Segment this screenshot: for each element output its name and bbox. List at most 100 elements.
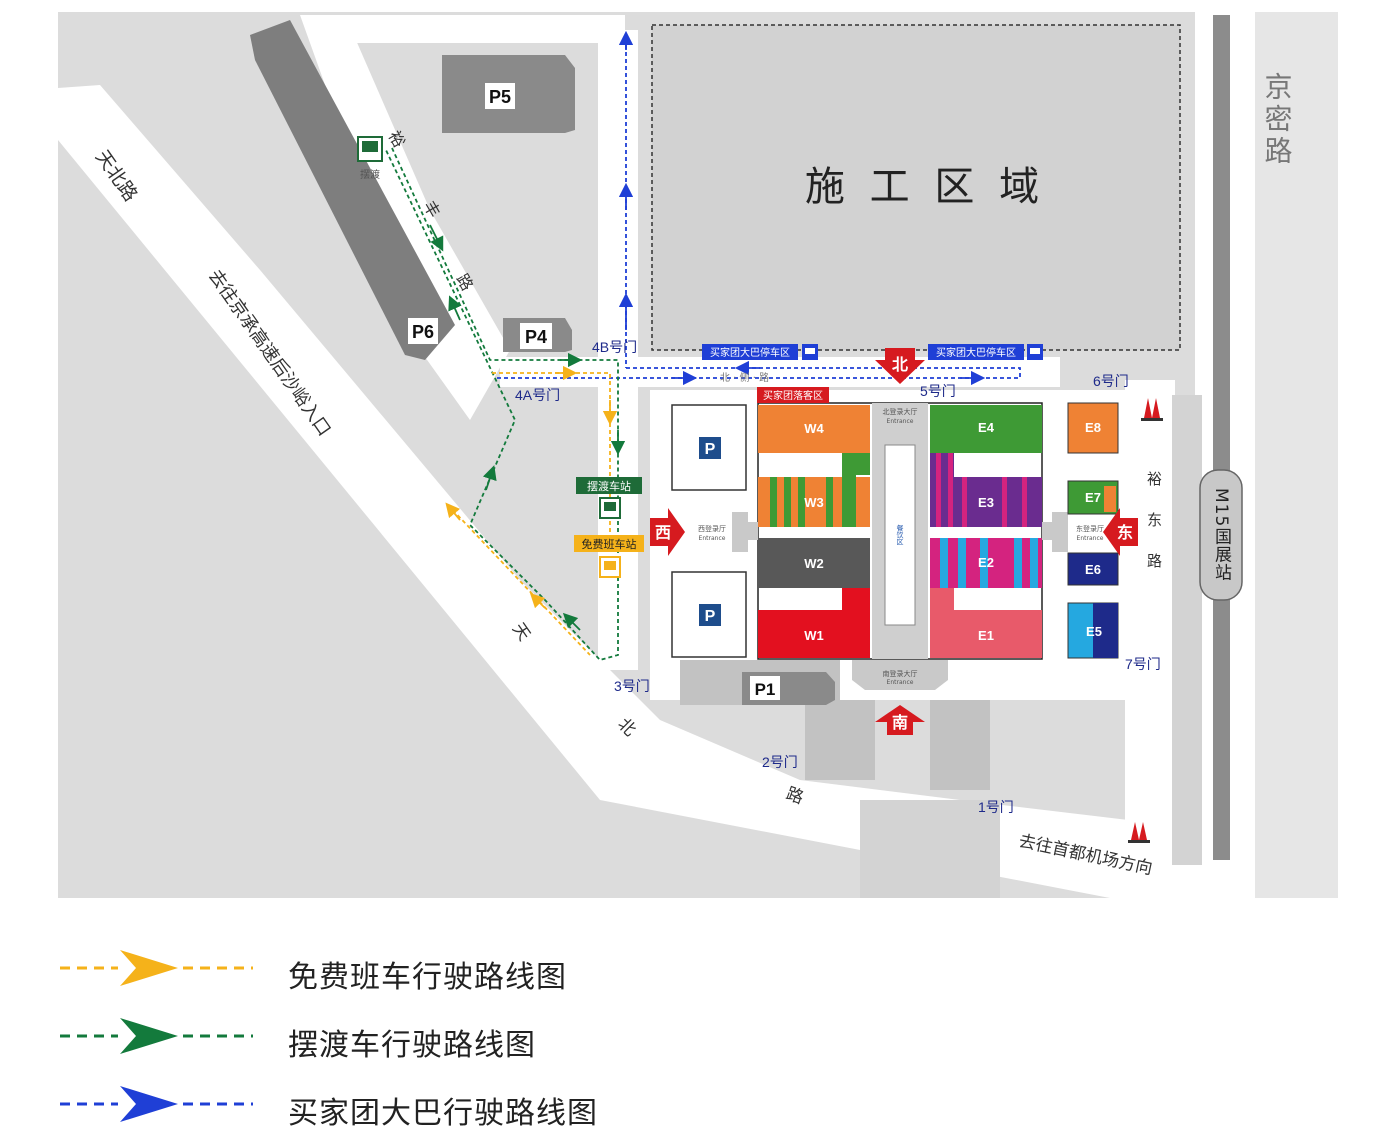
- free-bus-route: [445, 365, 618, 656]
- west-entrance-label: 西: [655, 523, 671, 542]
- parking-lot-upper: P: [671, 404, 747, 491]
- parking-p5: P5: [442, 55, 575, 133]
- legend-free-bus: 免费班车行驶路线图: [0, 938, 1384, 998]
- hall-e5-label: E5: [1086, 624, 1102, 639]
- shuttle-stop-icon-p6: 摆渡: [357, 136, 383, 181]
- hall-e6: E6: [1067, 552, 1119, 586]
- parking-p1: P1: [742, 672, 835, 705]
- legend-buyer-bus-label: 买家团大巴行驶路线图: [288, 1096, 598, 1131]
- legend-shuttle-label: 摆渡车行驶路线图: [288, 1028, 536, 1063]
- shuttle-station-icon: [599, 497, 621, 519]
- parking-p4: P4: [503, 318, 572, 352]
- yudong-road-char-1: 裕: [1147, 470, 1162, 488]
- hall-w2: [758, 538, 870, 588]
- north-hall-label: 北登录大厅: [883, 407, 918, 416]
- north-hall-entrance: Entrance: [887, 418, 914, 425]
- gate-5-label: 5号门: [920, 383, 956, 399]
- east-lobby: 东登录厅 Entrance: [1042, 512, 1104, 552]
- east-entrance-arrow: 东: [1103, 508, 1138, 556]
- south-entrance-arrow: 南: [875, 705, 925, 735]
- hall-e4: [930, 405, 1042, 453]
- free-bus-station-label: 免费班车站: [582, 537, 637, 551]
- venue-map: 施 工 区 域 P5 P6 P4 P1 P P 餐饮区: [58, 12, 1338, 898]
- parking-p5-label: P5: [489, 87, 511, 107]
- east-entrance-label: 东: [1117, 523, 1133, 542]
- hall-e2: [930, 538, 1042, 588]
- south-hall-entrance: Entrance: [887, 679, 914, 686]
- parking-lot-lower: P: [671, 571, 747, 658]
- legend: 免费班车行驶路线图 摆渡车行驶路线图 买家团大巴行驶路线图: [0, 930, 1384, 1139]
- hall-e7: E7: [1067, 480, 1119, 515]
- traffic-cone-icon-top: [1141, 398, 1163, 421]
- hall-e8-label: E8: [1085, 420, 1101, 435]
- buyer-bus-parking-west-label: 买家团大巴停车区: [710, 346, 790, 359]
- north-entrance-arrow: 北: [875, 348, 925, 384]
- hall-e6-label: E6: [1085, 562, 1101, 577]
- free-bus-station-icon: [599, 556, 621, 578]
- free-bus-station-badge: 免费班车站: [574, 535, 644, 552]
- m15-station-label: M15国展站: [1211, 488, 1232, 581]
- construction-area: [651, 24, 1181, 351]
- m15-station: M15国展站: [1199, 469, 1243, 601]
- dining-area-label: 餐饮区: [896, 524, 904, 546]
- gate-1-label: 1号门: [978, 799, 1014, 815]
- south-entrance-label: 南: [892, 713, 908, 732]
- gate-4b-label: 4B号门: [592, 339, 637, 355]
- hall-e1-label: E1: [978, 628, 994, 643]
- hall-e3-label: E3: [978, 495, 994, 510]
- hall-complex: 餐饮区 W4 W3 W2 W1 E4: [757, 402, 1043, 660]
- construction-area-label: 施 工 区 域: [805, 164, 1045, 210]
- hall-e5: E5: [1067, 602, 1119, 659]
- legend-buyer-bus: 买家团大巴行驶路线图: [0, 1074, 1384, 1134]
- gate-7-label: 7号门: [1125, 656, 1161, 672]
- shuttle-station-label: 摆渡车站: [587, 479, 631, 493]
- legend-free-bus-label: 免费班车行驶路线图: [288, 960, 567, 995]
- buyer-dropoff-badge: 买家团落客区: [757, 387, 829, 403]
- legend-free-bus-arrow-icon: [60, 950, 253, 986]
- south-hall-label: 南登录大厅: [883, 669, 918, 678]
- west-hall-label: 西登录厅: [698, 524, 726, 533]
- gate-4a-label: 4A号门: [515, 387, 560, 403]
- jingmi-rail: [1213, 15, 1230, 860]
- shuttle-stop-small-label: 摆渡: [360, 168, 380, 181]
- east-hall-label: 东登录厅: [1076, 524, 1104, 533]
- buyer-bus-parking-east: 买家团大巴停车区: [928, 344, 1043, 360]
- hall-w4: [758, 405, 870, 453]
- hall-e3: [930, 453, 1042, 527]
- lu-road-char: 路: [783, 784, 806, 809]
- yudong-road-char-3: 路: [1147, 552, 1162, 570]
- hall-w4-label: W4: [804, 421, 824, 436]
- hall-e7-label: E7: [1085, 490, 1101, 505]
- parking-p6-label: P6: [412, 322, 434, 342]
- hall-w1: [758, 588, 870, 658]
- gate-6-label: 6号门: [1093, 373, 1129, 389]
- yudong-road-char-2: 东: [1147, 511, 1162, 529]
- legend-buyer-bus-arrow-icon: [60, 1086, 253, 1122]
- parking-p-icon-upper: P: [705, 441, 716, 458]
- parking-p-icon-lower: P: [705, 608, 716, 625]
- hall-e1: [930, 588, 1042, 658]
- legend-shuttle: 摆渡车行驶路线图: [0, 1006, 1384, 1066]
- buyer-dropoff-label: 买家团落客区: [763, 389, 823, 402]
- shuttle-station-badge: 摆渡车站: [576, 477, 642, 494]
- legend-shuttle-arrow-icon: [60, 1018, 253, 1054]
- parking-p1-label: P1: [755, 680, 776, 699]
- south-lobby: 南登录大厅 Entrance: [852, 660, 948, 690]
- hall-e4-label: E4: [978, 420, 995, 435]
- jingmi-road-label: 京密路: [1261, 72, 1294, 168]
- north-entrance-label: 北: [892, 355, 908, 374]
- parking-p4-label: P4: [525, 327, 547, 347]
- hall-w2-label: W2: [804, 556, 824, 571]
- buyer-bus-route: [497, 30, 1021, 386]
- hall-w3: [758, 453, 870, 527]
- west-lobby: 西登录厅 Entrance: [698, 512, 758, 552]
- gate-2-label: 2号门: [762, 754, 798, 770]
- traffic-cone-icon-bottom: [1128, 822, 1150, 843]
- hall-w1-label: W1: [804, 628, 824, 643]
- west-hall-entrance: Entrance: [699, 535, 726, 542]
- hall-e8: E8: [1067, 402, 1119, 454]
- west-entrance-arrow: 西: [650, 508, 685, 556]
- hall-e2-label: E2: [978, 555, 994, 570]
- north-side-road-label: 北 · 侧 · 路: [720, 371, 769, 384]
- hall-w3-label: W3: [804, 495, 824, 510]
